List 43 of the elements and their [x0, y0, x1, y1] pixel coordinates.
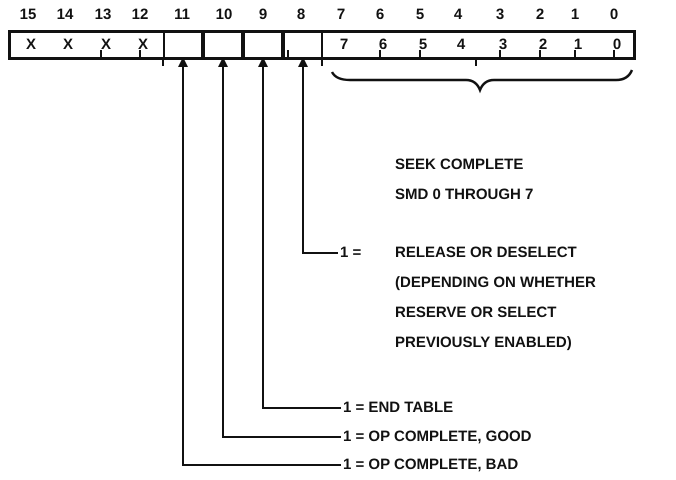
bit-number: 1	[570, 6, 580, 23]
bit-cell	[243, 33, 283, 57]
bit-value: 4	[456, 36, 466, 53]
bit-number: 6	[376, 6, 384, 23]
bit-value: 0	[612, 36, 622, 53]
bit-number: 7	[336, 6, 346, 23]
bit-value: X	[26, 36, 36, 53]
bit-cell	[163, 33, 203, 57]
bit-number: 9	[258, 6, 268, 23]
bit-number: 0	[610, 6, 618, 23]
bit-value: 6	[378, 36, 388, 53]
bit-value: X	[138, 36, 148, 53]
description-text: 1 = OP COMPLETE, GOOD	[343, 428, 532, 445]
bit-number: 8	[296, 6, 306, 23]
bit-value: X	[63, 36, 73, 53]
bit-value: 5	[418, 36, 428, 53]
bit-number: 5	[416, 6, 424, 23]
description-text: 1 = END TABLE	[343, 399, 454, 416]
bit-cell	[283, 33, 323, 57]
field-description: SEEK COMPLETE SMD 0 THROUGH 7	[395, 155, 534, 205]
bit-number: 11	[174, 6, 190, 23]
bit-number: 2	[536, 6, 544, 23]
bit-number: 13	[94, 6, 112, 23]
description-text: 1 = OP COMPLETE, BAD	[343, 456, 518, 473]
bit-value: 2	[538, 36, 548, 53]
bit-number: 10	[216, 6, 232, 23]
value-text: 1 =	[340, 244, 362, 261]
bit-number: 12	[132, 6, 148, 23]
register-box	[8, 30, 636, 60]
leader-arrow	[178, 57, 341, 466]
description-text: RELEASE OR DESELECT (DEPENDING ON WHETHER RESERVE OR SELECT PREVIOUSLY ENABLED)	[395, 243, 597, 353]
bit-value: 3	[498, 36, 508, 53]
leader-arrow	[298, 57, 338, 254]
bit-number: 15	[20, 6, 36, 23]
bit-number: 14	[56, 6, 74, 23]
bit-value: X	[101, 36, 111, 53]
bit-value: 7	[340, 36, 348, 53]
bit-number: 3	[496, 6, 504, 23]
leader-arrow	[258, 57, 341, 409]
bit-number: 4	[454, 6, 462, 23]
bit-cell	[203, 33, 243, 57]
bit-value: 1	[574, 36, 582, 53]
leader-arrow	[218, 57, 341, 438]
